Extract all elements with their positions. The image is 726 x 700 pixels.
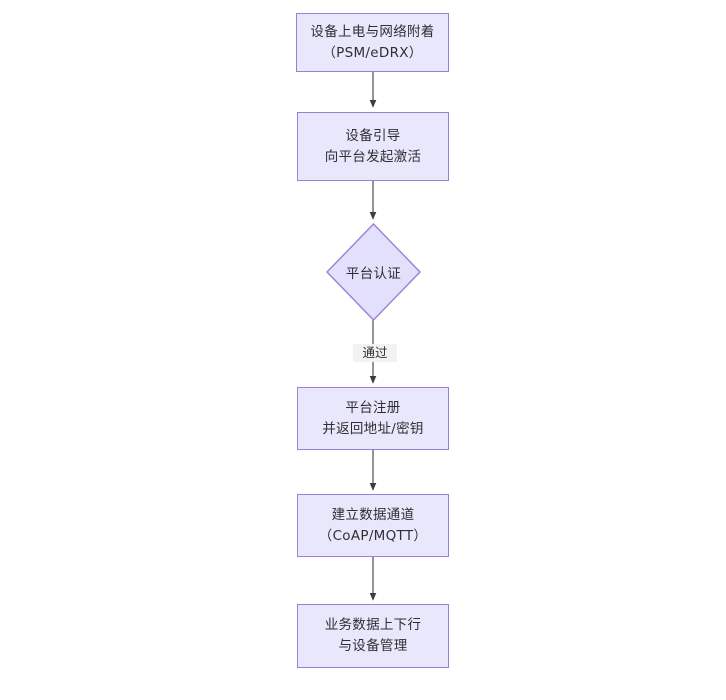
diamond-shape — [326, 223, 421, 321]
node-label-line1: 设备上电与网络附着 — [310, 23, 435, 40]
node-device-bootstrap[interactable]: 设备引导 向平台发起激活 — [297, 112, 449, 181]
node-establish-data-channel[interactable]: 建立数据通道 （CoAP/MQTT） — [297, 494, 449, 557]
node-device-power-on[interactable]: 设备上电与网络附着 （PSM/eDRX） — [296, 13, 449, 72]
edge-label-pass: 通过 — [353, 344, 397, 362]
node-platform-auth-decision[interactable]: 平台认证 — [326, 223, 421, 321]
node-platform-register[interactable]: 平台注册 并返回地址/密钥 — [297, 387, 449, 450]
node-label-line1: 建立数据通道 — [331, 506, 415, 523]
node-label-line2: 与设备管理 — [338, 638, 408, 654]
node-business-data-and-device-mgmt[interactable]: 业务数据上下行 与设备管理 — [297, 604, 449, 668]
node-label-line2: 并返回地址/密钥 — [322, 420, 424, 437]
node-label-line1: 平台注册 — [345, 399, 401, 416]
node-label-line2: 向平台发起激活 — [324, 148, 422, 165]
node-label-line2: （PSM/eDRX） — [322, 44, 423, 61]
node-label-line1: 设备引导 — [345, 127, 401, 144]
node-label-line1: 平台认证 — [345, 266, 402, 282]
node-label-line2: （CoAP/MQTT） — [318, 527, 428, 544]
node-label-line1: 业务数据上下行 — [324, 617, 422, 633]
